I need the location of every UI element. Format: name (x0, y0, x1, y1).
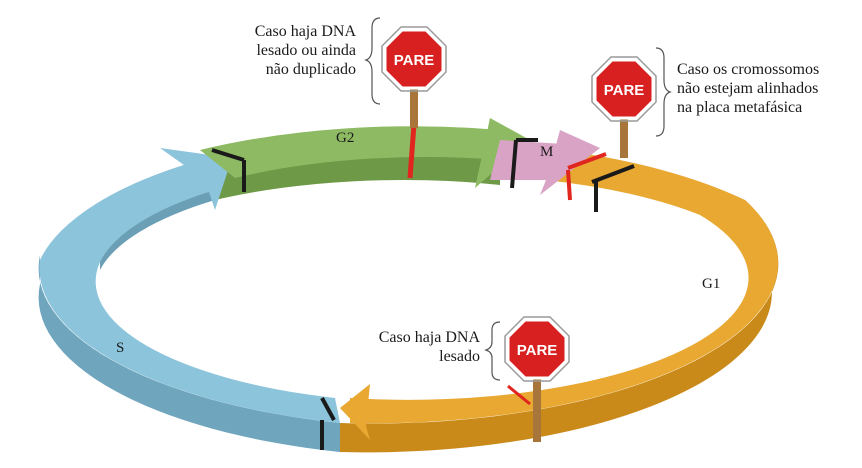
note-line: na placa metafásica (677, 99, 803, 116)
checkpoint-note-m: Caso os cromossomos não estejam alinhado… (677, 60, 819, 117)
stop-sign-g2: PARE (381, 26, 447, 128)
checkpoint-lines (407, 123, 607, 406)
note-line: não duplicado (265, 61, 356, 78)
brace-g1-note (484, 321, 501, 381)
stop-sign-label: PARE (394, 52, 435, 69)
m-g1-boundary (591, 164, 635, 184)
stop-sign-label: PARE (517, 342, 558, 359)
brace-g2-note (364, 17, 381, 105)
g1-phase-arrowhead (340, 384, 370, 440)
stop-sign-m: PARE (591, 56, 657, 158)
stop-sign-label: PARE (604, 82, 645, 99)
phase-labels: G2 M G1 S (116, 130, 720, 356)
g1-phase-wall (340, 200, 779, 453)
s-phase-segment (39, 160, 340, 423)
note-line: Caso haja DNA (254, 23, 356, 40)
g1-checkpoint-line (507, 384, 531, 406)
checkpoint-note-g1: Caso haja DNA lesado (379, 328, 480, 366)
phase-label-g2: G2 (336, 130, 354, 146)
stop-octagon-border (591, 56, 657, 122)
sign-post (410, 88, 418, 128)
phase-label-s: S (116, 340, 124, 356)
sign-post (533, 378, 541, 442)
phase-label-m: M (540, 144, 553, 160)
g2-checkpoint-line (407, 123, 417, 179)
stop-octagon-border (504, 316, 570, 382)
note-line: Caso os cromossomos (677, 61, 820, 78)
stop-octagon (593, 58, 655, 120)
note-line: Caso haja DNA (378, 329, 480, 346)
note-line: lesado (439, 348, 480, 365)
stop-octagon-border (381, 26, 447, 92)
ring-segments (39, 118, 778, 440)
note-braces (364, 17, 672, 381)
stop-octagon (383, 28, 445, 90)
sign-post (620, 118, 628, 158)
m-checkpoint-line (567, 152, 607, 170)
s-g2-boundary (211, 148, 245, 162)
note-line: não estejam alinhados (677, 80, 819, 97)
g2-m-boundary-wall (510, 139, 518, 189)
s-phase-arrowhead (160, 148, 232, 210)
g2-phase-segment (200, 126, 500, 178)
m-phase-arrowhead (540, 130, 600, 195)
stop-sign-g1: PARE (504, 316, 570, 442)
phase-boundaries (211, 138, 635, 450)
brace-m-note (655, 47, 672, 137)
stop-octagon (506, 318, 568, 380)
checkpoint-note-g2: Caso haja DNA lesado ou ainda não duplic… (255, 22, 356, 79)
m-checkpoint-line-wall (566, 169, 572, 201)
note-line: lesado ou ainda (256, 42, 356, 59)
s-phase-wall (38, 255, 341, 452)
g1-s-boundary (320, 397, 336, 421)
phase-label-g1: G1 (702, 276, 720, 292)
